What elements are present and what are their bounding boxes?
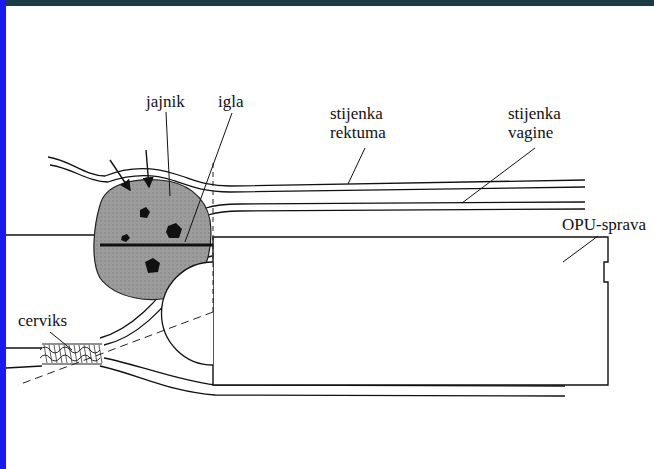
cervix-hatch bbox=[94, 345, 97, 363]
guide-line bbox=[213, 163, 214, 312]
leader-line bbox=[563, 236, 598, 262]
part-label: cerviks bbox=[18, 311, 98, 330]
follicle bbox=[140, 207, 150, 218]
cervix-hatch bbox=[89, 345, 92, 363]
leader-line bbox=[166, 112, 170, 196]
vagina-wall-inner bbox=[208, 209, 585, 215]
leader-line bbox=[50, 332, 72, 350]
cervix-hatch bbox=[64, 345, 67, 363]
leader-line bbox=[462, 148, 535, 203]
opu-device bbox=[213, 237, 608, 385]
vagina-wall-outer bbox=[206, 202, 585, 208]
cervix bbox=[40, 344, 102, 364]
leader-line bbox=[185, 113, 232, 242]
rectum-floor bbox=[6, 234, 96, 235]
cervix-hatch bbox=[59, 345, 62, 363]
part-label: OPU-sprava bbox=[562, 215, 650, 234]
part-label: jajnik bbox=[146, 92, 226, 111]
follicle bbox=[121, 234, 130, 242]
part-label: stijenka rektuma bbox=[330, 104, 410, 142]
side-bar bbox=[0, 0, 6, 469]
guide-line bbox=[18, 312, 213, 385]
leader-line bbox=[348, 148, 365, 184]
needle bbox=[100, 244, 213, 247]
pressure-arrow bbox=[110, 160, 130, 190]
cervix-hatch bbox=[74, 345, 77, 363]
cervix-line bbox=[6, 347, 42, 348]
part-label: igla bbox=[218, 92, 278, 111]
follicle bbox=[145, 258, 160, 273]
ultrasound-probe bbox=[162, 262, 214, 365]
cervix-hatch bbox=[54, 345, 57, 363]
part-label: stijenka vagine bbox=[508, 104, 588, 142]
cervix-hatch bbox=[79, 345, 82, 363]
cervix-hatch bbox=[44, 345, 47, 363]
follicle bbox=[166, 223, 182, 238]
pressure-arrow bbox=[146, 150, 149, 187]
top-bar bbox=[0, 0, 654, 6]
cervix-line bbox=[6, 366, 42, 368]
cervix-hatch bbox=[49, 345, 52, 363]
